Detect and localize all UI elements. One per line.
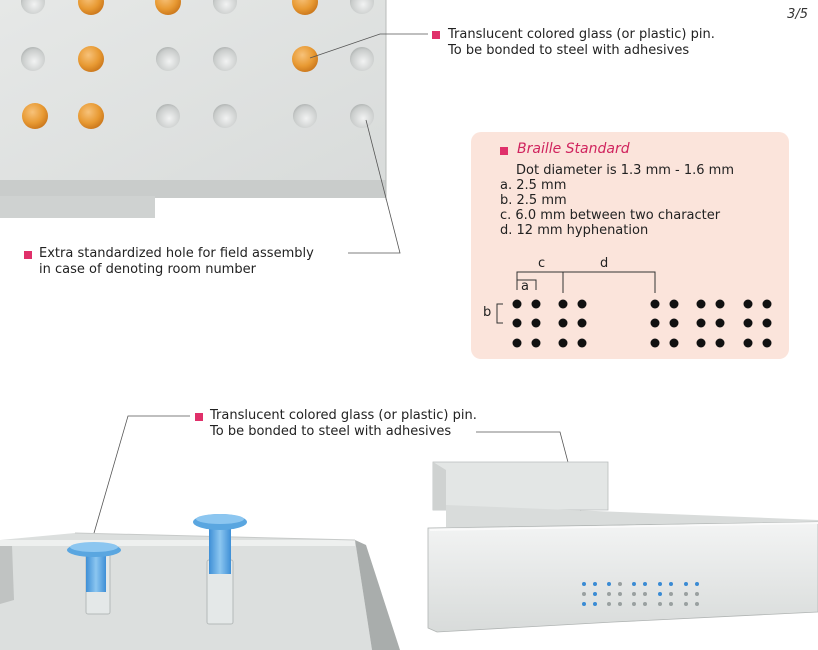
braille-dot-cells xyxy=(512,299,772,348)
steel-box-bottom-right xyxy=(427,461,818,633)
tray-bottom-left xyxy=(0,532,400,650)
note-top-line2: To be bonded to steel with adhesives xyxy=(448,43,690,58)
dim-label-a: a xyxy=(521,279,529,294)
note-bottom-line1: Translucent colored glass (or plastic) p… xyxy=(210,408,477,423)
note-bullet-bottom xyxy=(195,413,203,421)
note-hole-line1: Extra standardized hole for field assemb… xyxy=(39,246,314,261)
spec-a: a. 2.5 mm xyxy=(500,178,567,193)
note-bottom: Translucent colored glass (or plastic) p… xyxy=(210,408,477,440)
pin-grid-top xyxy=(21,0,374,129)
note-hole-line2: in case of denoting room number xyxy=(39,262,256,277)
spec-d: d. 12 mm hyphenation xyxy=(500,223,649,238)
braille-title-bullet xyxy=(500,147,508,155)
dim-label-b: b xyxy=(483,305,492,320)
page-number: 3/5 xyxy=(787,7,808,22)
note-bottom-line2: To be bonded to steel with adhesives xyxy=(210,424,452,439)
braille-dimension-diagram xyxy=(496,271,772,348)
dot-diameter-text: Dot diameter is 1.3 mm - 1.6 mm xyxy=(516,163,734,178)
blue-pin-lifted xyxy=(193,514,247,625)
spec-b: b. 2.5 mm xyxy=(500,193,567,208)
dim-label-d: d xyxy=(600,256,609,271)
note-hole: Extra standardized hole for field assemb… xyxy=(39,246,314,278)
blue-pin-seated xyxy=(67,542,121,615)
note-bullet-hole xyxy=(24,251,32,259)
dimension-brackets xyxy=(496,271,656,324)
spec-c: c. 6.0 mm between two character xyxy=(500,208,721,223)
dim-label-c: c xyxy=(538,256,546,271)
note-top-line1: Translucent colored glass (or plastic) p… xyxy=(448,27,715,42)
braille-dots-box xyxy=(582,582,699,606)
braille-title: Braille Standard xyxy=(517,141,630,157)
note-top: Translucent colored glass (or plastic) p… xyxy=(448,27,715,59)
note-bullet-top xyxy=(432,31,440,39)
braille-standard-panel: Braille Standard Dot diameter is 1.3 mm … xyxy=(471,132,789,359)
steel-plate-top xyxy=(0,0,387,218)
